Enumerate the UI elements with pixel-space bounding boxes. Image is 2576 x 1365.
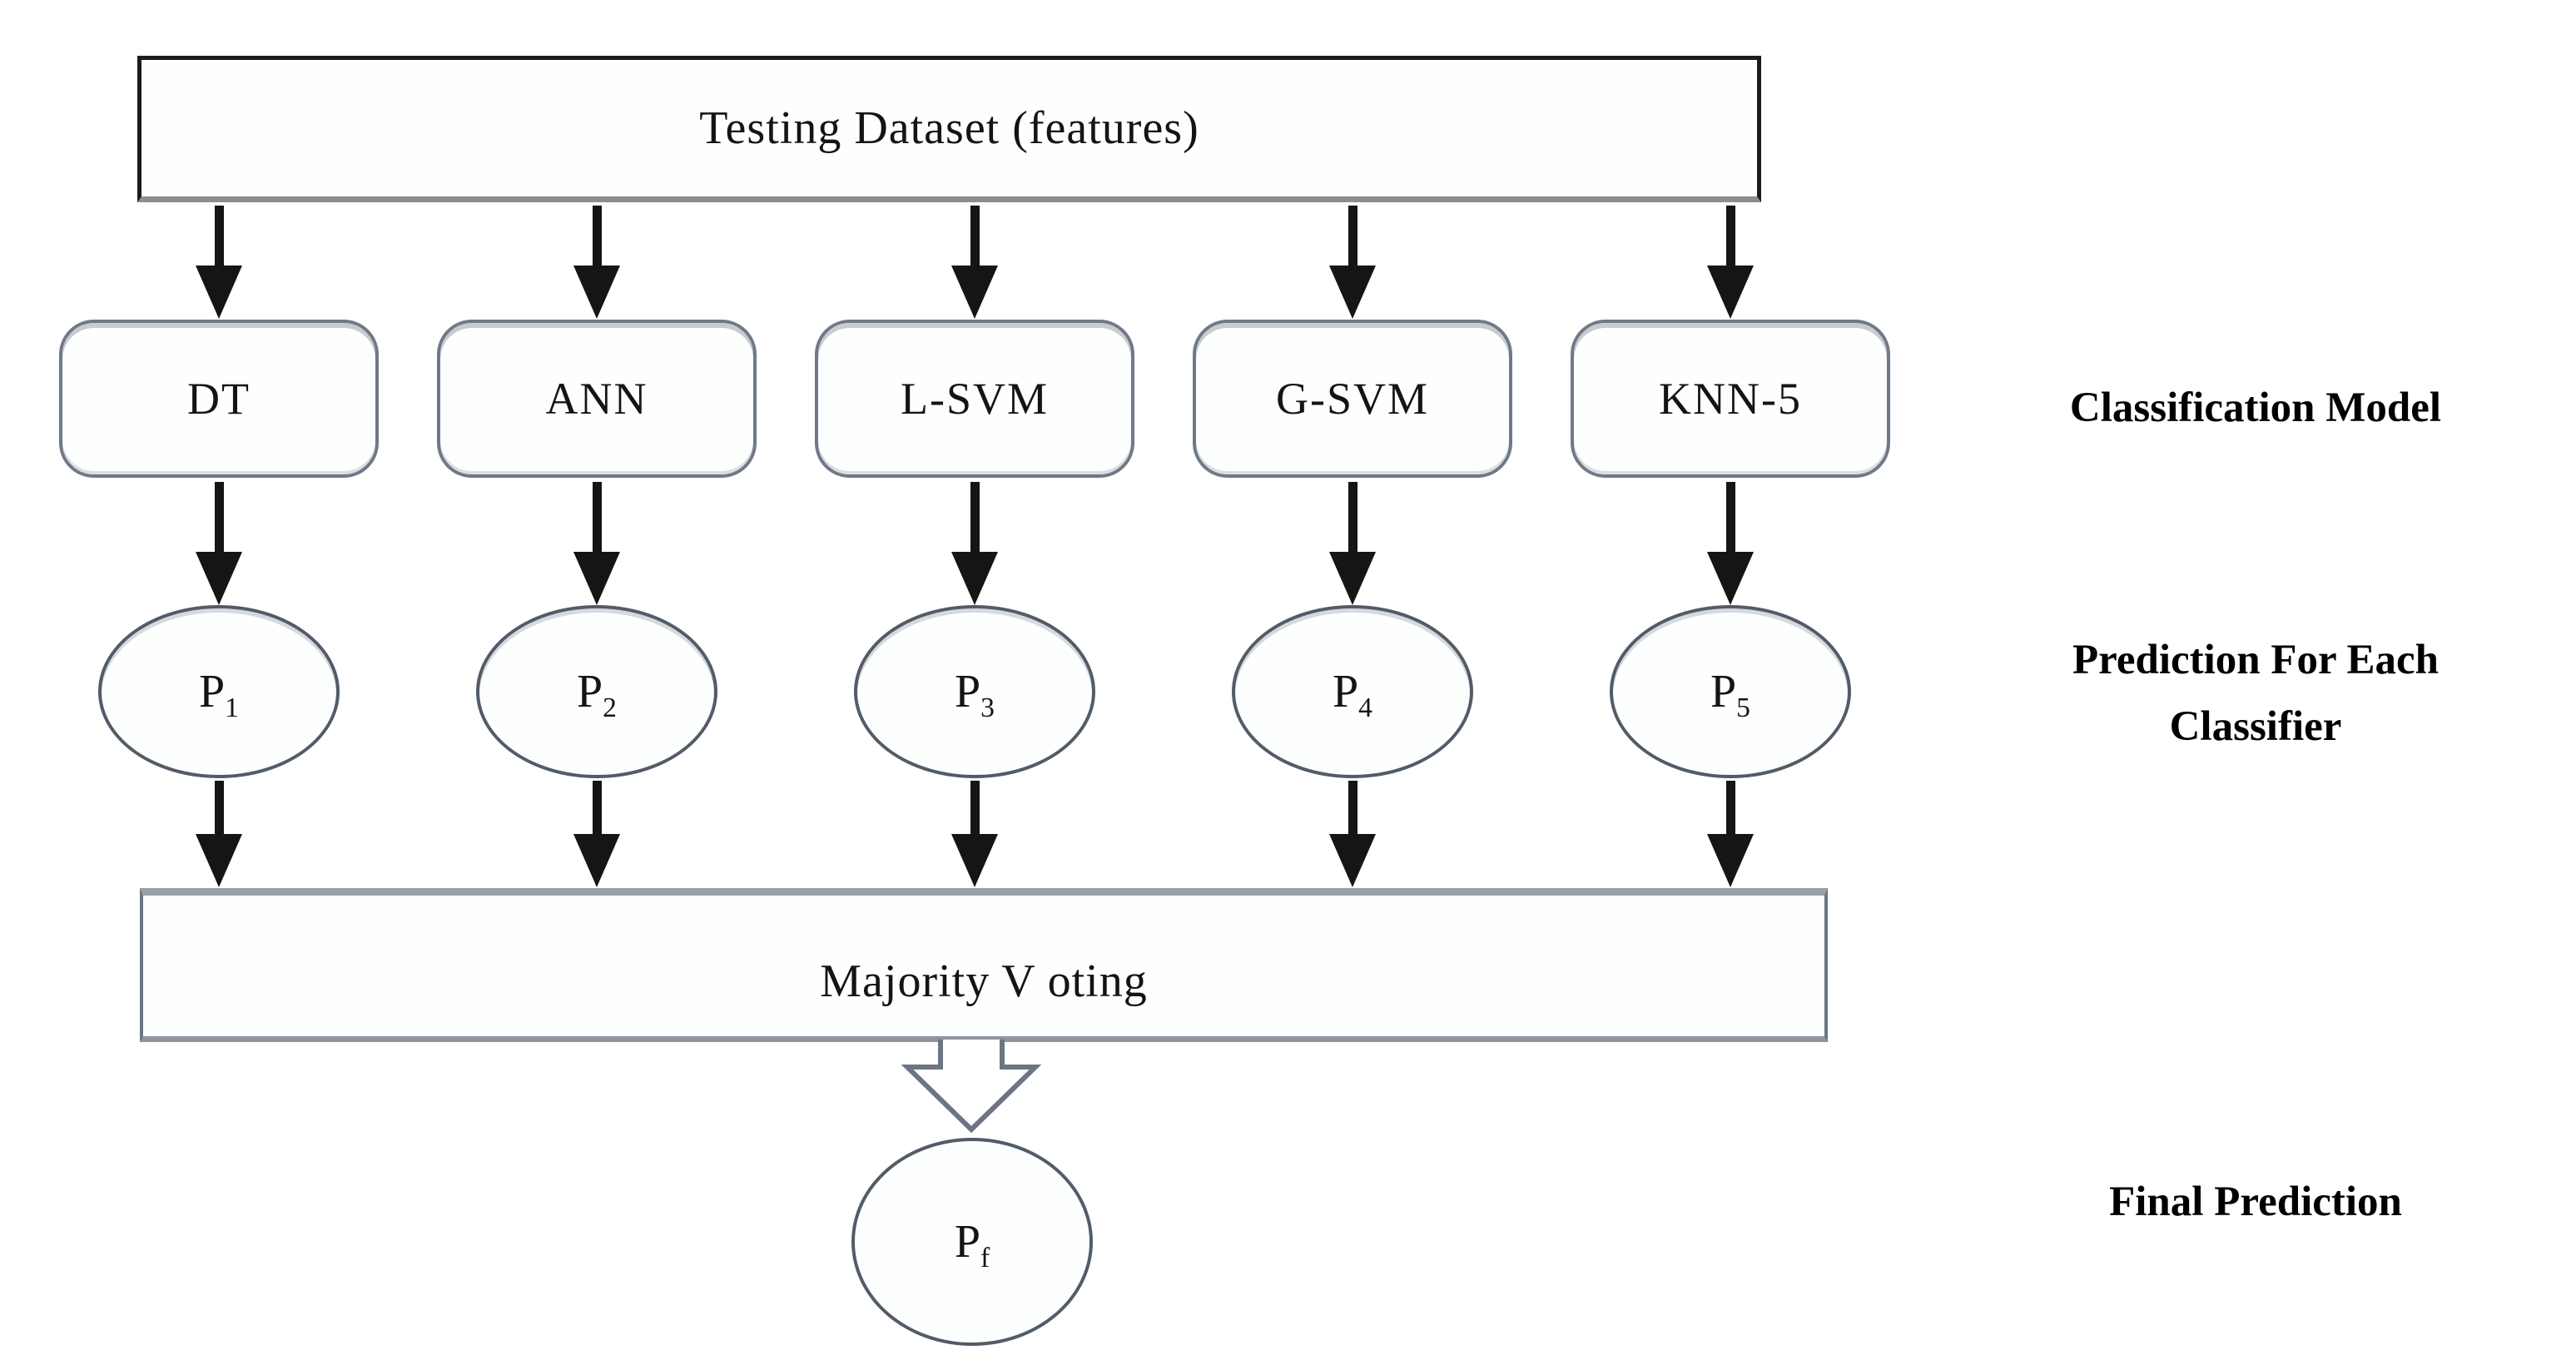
arrow-stem <box>592 206 602 266</box>
arrow-stem <box>592 781 602 834</box>
arrow-head-icon <box>951 266 998 319</box>
classifier-label: L-SVM <box>900 374 1049 424</box>
arrow-stem <box>214 482 224 552</box>
arrow-dataset-to-gsvm <box>1329 206 1376 319</box>
final-prediction-node: Pf <box>851 1138 1093 1346</box>
arrow-dataset-to-dt <box>196 206 242 319</box>
arrow-gsvm-to-p4 <box>1329 482 1376 605</box>
side-label-line2: Classifier <box>2169 703 2342 750</box>
arrow-knn5-to-p5 <box>1707 482 1754 605</box>
arrow-head-icon <box>1707 552 1754 605</box>
arrow-head-icon <box>1707 266 1754 319</box>
arrow-head-icon <box>573 552 620 605</box>
arrow-lsvm-to-p3 <box>951 482 998 605</box>
arrow-stem <box>970 781 980 834</box>
prediction-label: P4 <box>1333 666 1372 724</box>
classifier-label: ANN <box>545 374 648 424</box>
arrow-head-icon <box>1707 834 1754 887</box>
classifier-box-knn5: KNN-5 <box>1571 320 1890 478</box>
classifier-label: G-SVM <box>1275 374 1430 424</box>
arrow-p2-to-voting <box>573 781 620 887</box>
arrow-head-icon <box>951 552 998 605</box>
side-label-prediction-for-each-classifier: Prediction For Each Classifier <box>1939 627 2572 760</box>
arrow-dataset-to-knn5 <box>1707 206 1754 319</box>
prediction-label: P3 <box>955 666 995 724</box>
majority-voting-label: Majority V oting <box>820 955 1148 1007</box>
prediction-node-p4: P4 <box>1232 605 1473 778</box>
final-prediction-label: Pf <box>954 1216 990 1274</box>
arrow-stem <box>214 781 224 834</box>
prediction-label: P2 <box>577 666 617 724</box>
arrow-head-icon <box>196 834 242 887</box>
classifier-box-ann: ANN <box>437 320 757 478</box>
arrow-head-icon <box>573 834 620 887</box>
arrow-head-icon <box>573 266 620 319</box>
arrow-head-icon <box>1329 552 1376 605</box>
majority-voting-box: Majority V oting <box>140 888 1828 1042</box>
prediction-label: P5 <box>1710 666 1750 724</box>
classifier-label: DT <box>187 374 251 424</box>
prediction-node-p3: P3 <box>854 605 1095 778</box>
testing-dataset-label: Testing Dataset (features) <box>699 102 1199 154</box>
prediction-node-p1: P1 <box>98 605 340 778</box>
arrow-dataset-to-ann <box>573 206 620 319</box>
arrow-p4-to-voting <box>1329 781 1376 887</box>
arrow-stem <box>1348 206 1357 266</box>
arrow-p3-to-voting <box>951 781 998 887</box>
prediction-node-p5: P5 <box>1610 605 1851 778</box>
arrow-dt-to-p1 <box>196 482 242 605</box>
arrow-head-icon <box>196 266 242 319</box>
arrow-stem <box>970 206 980 266</box>
classifier-box-gsvm: G-SVM <box>1193 320 1512 478</box>
side-label-line1: Prediction For Each <box>2072 637 2440 683</box>
classifier-box-dt: DT <box>59 320 379 478</box>
classifier-box-lsvm: L-SVM <box>815 320 1134 478</box>
arrow-dataset-to-lsvm <box>951 206 998 319</box>
arrow-stem <box>1725 781 1735 834</box>
arrow-head-icon <box>1329 266 1376 319</box>
testing-dataset-box: Testing Dataset (features) <box>137 56 1761 202</box>
arrow-ann-to-p2 <box>573 482 620 605</box>
arrow-stem <box>1725 482 1735 552</box>
prediction-label: P1 <box>199 666 239 724</box>
arrow-p5-to-voting <box>1707 781 1754 887</box>
side-label-final-prediction: Final Prediction <box>2109 1179 2402 1225</box>
arrow-stem <box>592 482 602 552</box>
arrow-head-icon <box>951 834 998 887</box>
arrow-stem <box>1348 781 1357 834</box>
side-label-classification-model: Classification Model <box>2069 385 2442 431</box>
arrow-stem <box>1348 482 1357 552</box>
arrow-head-icon <box>196 552 242 605</box>
arrow-stem <box>214 206 224 266</box>
arrow-p1-to-voting <box>196 781 242 887</box>
prediction-node-p2: P2 <box>476 605 717 778</box>
arrow-stem <box>1725 206 1735 266</box>
arrow-head-icon <box>1329 834 1376 887</box>
arrow-stem <box>970 482 980 552</box>
classifier-label: KNN-5 <box>1659 374 1802 424</box>
